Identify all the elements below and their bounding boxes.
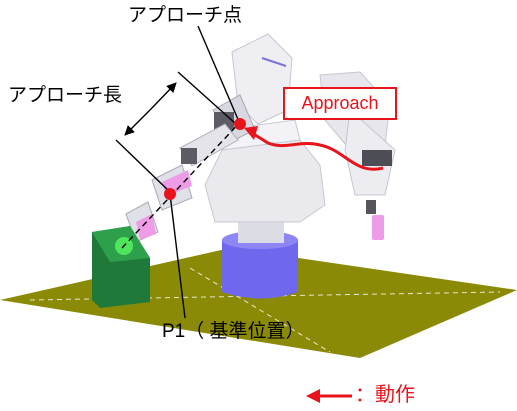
leader-approach-point (197, 25, 241, 125)
approach-motion-arrowhead (244, 126, 258, 140)
legend-arrowhead (306, 389, 320, 403)
floor-dashed-line-2 (189, 267, 331, 353)
approach-length-arrow-2 (149, 82, 177, 111)
leader-p1 (169, 193, 186, 319)
approach-motion-arrow (251, 131, 384, 171)
p1-reference-label: P1（ 基準位置） (162, 321, 305, 342)
approach-length-label: アプローチ長 (8, 85, 123, 106)
approach-length-arrow (124, 109, 151, 136)
approach-point-marker (234, 118, 246, 130)
approach-point-label: アプローチ点 (128, 5, 243, 26)
approach-tag: Approach (283, 87, 397, 120)
robot-forearm (125, 94, 256, 243)
legend-motion-label: ：動作 (355, 384, 415, 406)
dimension-ext-line-upper (177, 71, 237, 125)
dimension-ext-line-lower (115, 139, 171, 193)
robot-pedestal (222, 215, 298, 299)
target-workpiece (92, 226, 150, 308)
p1-point-marker (164, 188, 176, 200)
